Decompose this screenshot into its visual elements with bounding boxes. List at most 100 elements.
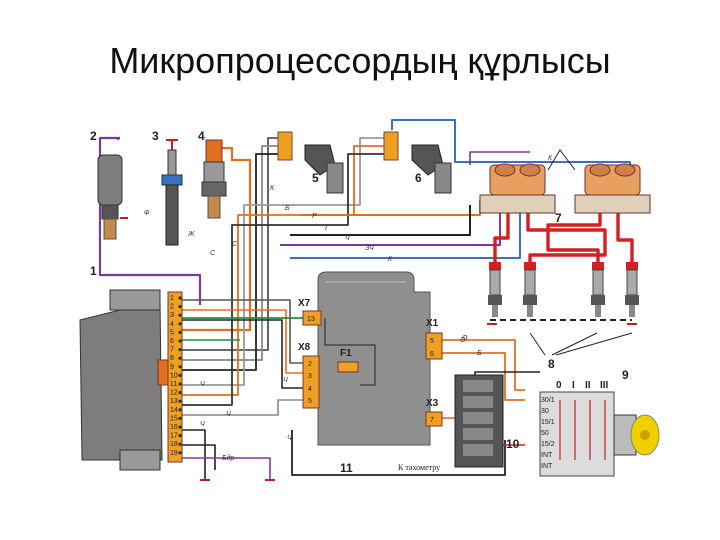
wire-coil-k bbox=[469, 151, 530, 165]
module-pin-terminal bbox=[178, 339, 182, 343]
wire-code: Ф bbox=[144, 210, 150, 217]
wire-code: О bbox=[460, 337, 466, 344]
wire-5-c bbox=[182, 153, 278, 371]
wire-6-c bbox=[182, 153, 384, 406]
module-pin-label: 19 bbox=[170, 450, 178, 457]
module-pin-terminal bbox=[178, 442, 182, 446]
wire-coil-4 bbox=[290, 210, 521, 259]
wire-code: Ч bbox=[287, 435, 292, 442]
module-pin-terminal bbox=[178, 365, 182, 369]
wire-code: Г bbox=[325, 225, 330, 232]
module-pin-terminal bbox=[178, 425, 182, 429]
pin-x1-5: 5 bbox=[430, 338, 434, 345]
module-pin-label: 8 bbox=[170, 355, 174, 362]
callout-8: 8 bbox=[548, 357, 555, 371]
switch-terminal: 30 bbox=[541, 408, 549, 415]
hv-wire-2 bbox=[526, 212, 607, 262]
pin-x1-6: 6 bbox=[430, 351, 434, 358]
module-pin-label: 6 bbox=[170, 338, 174, 345]
component-10-fuse-block bbox=[454, 374, 504, 468]
wire-code: К bbox=[388, 256, 393, 263]
wire-code: К bbox=[548, 155, 553, 162]
wire-6-a bbox=[182, 137, 384, 386]
module-pin-label: 3 bbox=[170, 312, 174, 319]
module-pin-terminal bbox=[178, 305, 182, 309]
module-pin-terminal bbox=[178, 382, 182, 386]
module-pin-label: 9 bbox=[170, 364, 174, 371]
wire-6-b bbox=[182, 145, 384, 396]
module-pin-label: 15 bbox=[170, 415, 178, 422]
wire-code: О bbox=[462, 335, 468, 342]
ground-symbols bbox=[200, 323, 637, 481]
connector-x7 bbox=[302, 310, 322, 326]
wire-code: Ч bbox=[345, 235, 350, 242]
wire-5-a bbox=[182, 137, 278, 351]
callout-3: 3 bbox=[152, 129, 159, 143]
wire-x1-5 bbox=[440, 339, 525, 391]
module-pin-terminal bbox=[178, 356, 182, 360]
switch-terminal: 15/2 bbox=[541, 441, 555, 448]
connector-x8 bbox=[302, 355, 320, 409]
label-x7: X7 bbox=[298, 298, 311, 309]
module-pin-label: 4 bbox=[170, 321, 174, 328]
hv-wire-4 bbox=[616, 212, 634, 262]
wire-code: Ж bbox=[187, 231, 195, 238]
wire-x8-4 bbox=[182, 319, 305, 389]
pin-x8-4: 4 bbox=[308, 386, 312, 393]
module-pin-label: 7 bbox=[170, 347, 174, 354]
pin-x8-2: 2 bbox=[308, 361, 312, 368]
callout-7: 7 bbox=[555, 211, 562, 225]
wire-purple bbox=[98, 136, 202, 305]
label-f1: F1 bbox=[340, 348, 352, 359]
wire-tacho bbox=[291, 430, 506, 476]
wire-mod-bottom-3 bbox=[182, 457, 271, 480]
module-pin-label: 14 bbox=[170, 407, 178, 414]
module-pin-terminal bbox=[178, 322, 182, 326]
wire-code: С bbox=[232, 241, 238, 248]
component-3-sensor bbox=[161, 139, 183, 246]
switch-header: 0 I II III bbox=[556, 380, 609, 391]
wire-mod-bottom-2 bbox=[182, 444, 216, 470]
switch-pos-3: III bbox=[600, 380, 609, 391]
wire-5-b bbox=[182, 145, 278, 361]
module-pin-label: 16 bbox=[170, 424, 178, 431]
wire-code-labels: К К Б Р Г Ч ЗЧ К О Б Ч С Ж Ф Ч Ч Бдр Ч О… bbox=[144, 155, 553, 462]
wire-code: Б bbox=[285, 205, 290, 212]
callout-2: 2 bbox=[90, 129, 97, 143]
module-pin-terminal bbox=[178, 313, 182, 317]
wire-mod-bottom-1 bbox=[182, 429, 206, 480]
switch-terminal: 50 bbox=[541, 430, 549, 437]
pin-x7-13: 13 bbox=[307, 316, 315, 323]
module-pin-label: 13 bbox=[170, 398, 178, 405]
wire-x8-2 bbox=[182, 299, 305, 364]
label-x3: X3 bbox=[426, 398, 439, 409]
module-pin-terminal bbox=[178, 296, 182, 300]
wire-coil-3 bbox=[280, 210, 501, 246]
callout-labels: 2 3 4 5 6 7 8 9 10 11 1 bbox=[90, 129, 629, 475]
wire-coil-2 bbox=[290, 205, 471, 236]
wire-code: К bbox=[270, 185, 275, 192]
module-pin-terminal bbox=[178, 348, 182, 352]
hv-wire-1 bbox=[493, 212, 510, 262]
module-pin-label: 10 bbox=[170, 372, 178, 379]
module-pin-label: 11 bbox=[170, 381, 177, 388]
module-pin-terminal bbox=[178, 330, 182, 334]
callout-5: 5 bbox=[312, 171, 319, 185]
connector-pin-labels: 13 5 6 2 3 4 5 7 bbox=[307, 316, 434, 424]
key-icon bbox=[630, 414, 660, 456]
wire-code: ЗЧ bbox=[365, 245, 374, 252]
component-7-ignition-coil bbox=[479, 149, 651, 214]
module-pin-label: 12 bbox=[170, 390, 178, 397]
callout-9: 9 bbox=[622, 368, 629, 382]
module-pin-terminal bbox=[178, 373, 182, 377]
module-pin-label: 1 bbox=[170, 295, 174, 302]
wire-code: Ч bbox=[200, 421, 205, 428]
module-pin-terminal bbox=[178, 399, 182, 403]
switch-pos-1: I bbox=[572, 380, 575, 391]
switch-terminal: 30/1 bbox=[541, 397, 555, 404]
module-pin-terminal bbox=[178, 408, 182, 412]
component-9-ignition-switch bbox=[539, 391, 637, 477]
connector-x3 bbox=[425, 411, 443, 427]
module-pin-terminal bbox=[178, 416, 182, 420]
wire-x1-6 bbox=[440, 352, 525, 401]
